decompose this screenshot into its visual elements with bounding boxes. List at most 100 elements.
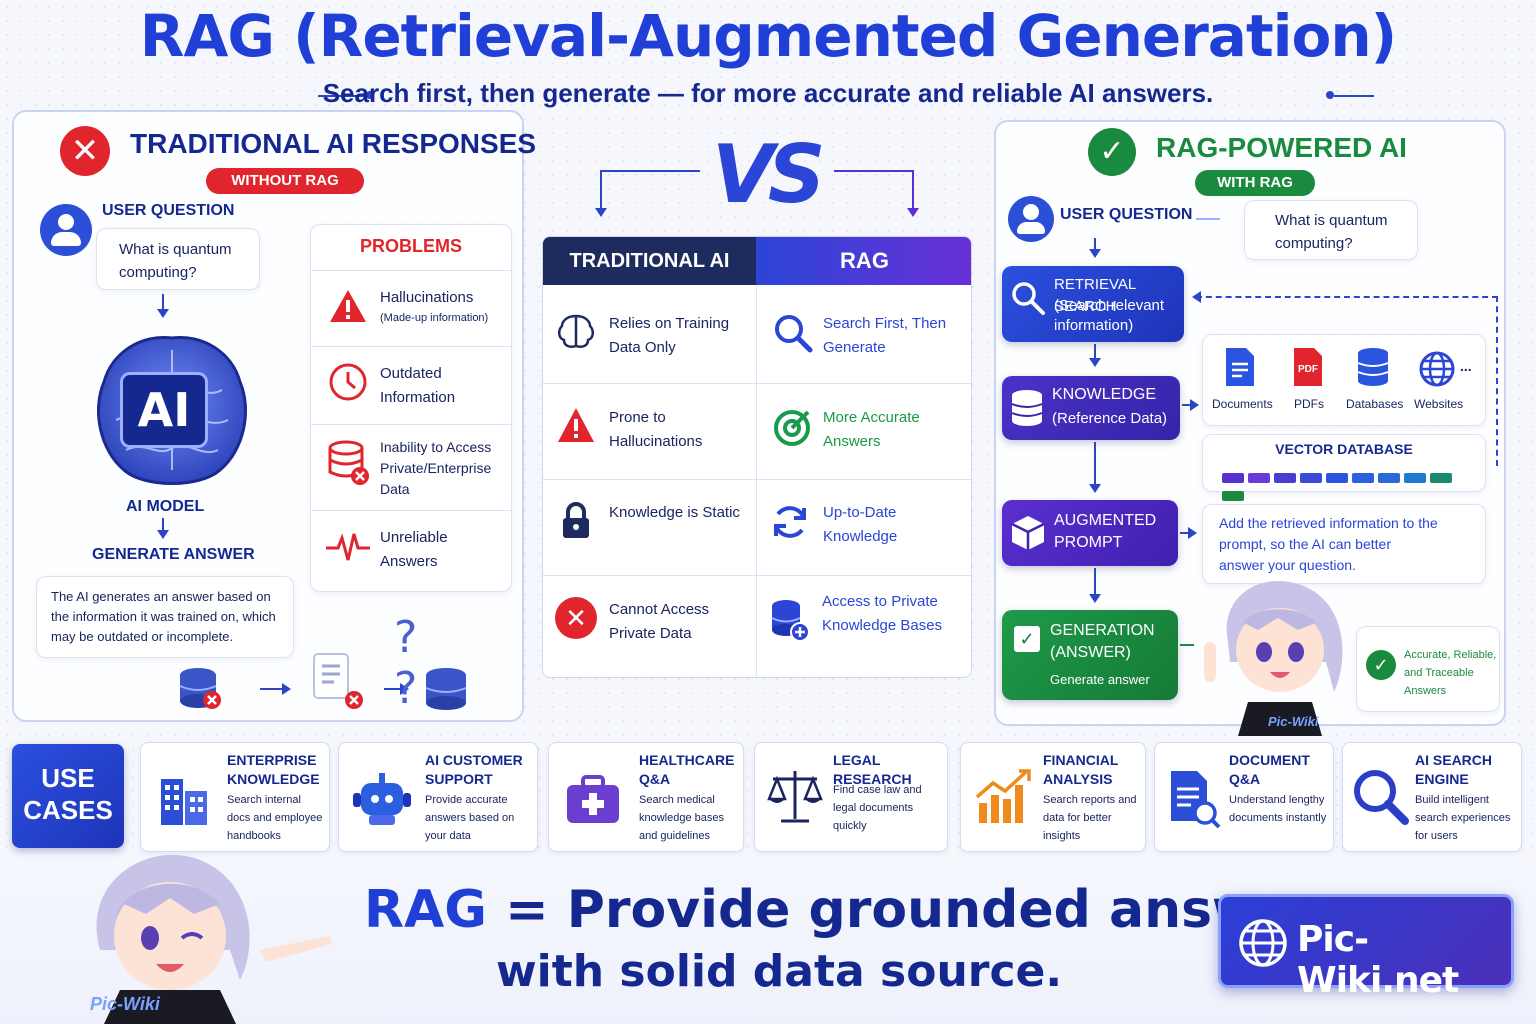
- divider: [310, 510, 512, 511]
- database-icon: [1356, 346, 1390, 388]
- document-icon: [1222, 346, 1258, 388]
- user-question-label: USER QUESTION: [102, 202, 235, 219]
- subtitle-deco-left: [318, 95, 368, 97]
- use-case-card: HEALTHCARE Q&A Search medical knowledge …: [548, 742, 744, 852]
- bottom-tagline-text: = Provide grounded answers: [505, 880, 1352, 940]
- target-icon: [772, 408, 812, 448]
- question-bubble: What is quantum computing?: [96, 228, 260, 290]
- arrow-right: [1180, 644, 1194, 646]
- col-traditional-header: TRADITIONAL AI: [543, 237, 756, 285]
- problem-item: Outdated Information: [380, 365, 456, 406]
- explanation-text: The AI generates an answer based on the …: [51, 589, 276, 644]
- subtitle-deco-right: [1334, 95, 1374, 97]
- problem-item: Hallucinations (Made-up information): [380, 289, 489, 324]
- mascot-illustration: Pic-Wiki: [60, 840, 340, 1024]
- question-bubble: What is quantum computing?: [1244, 200, 1418, 260]
- arrow-down: [162, 518, 164, 532]
- arrow-head: [1190, 399, 1199, 411]
- arrow-head: [1089, 249, 1101, 258]
- rag-row: Search First, Then Generate: [823, 315, 947, 356]
- arrow-right: [1182, 404, 1192, 406]
- arrow-head: [1089, 594, 1101, 603]
- chart-icon: [975, 769, 1031, 823]
- page-subtitle: Search first, then generate — for more a…: [322, 78, 1214, 108]
- medical-kit-icon: [567, 775, 619, 823]
- problems-header: PROBLEMS: [359, 236, 462, 256]
- arrow-right: [1180, 532, 1190, 534]
- check-circle-icon: ✓: [1366, 650, 1396, 680]
- arrow-right: [260, 688, 284, 690]
- warning-icon: [556, 406, 596, 444]
- divider: [310, 424, 512, 425]
- generate-answer-label: GENERATE ANSWER: [92, 546, 255, 563]
- more-sources: ...: [1460, 358, 1472, 374]
- use-case-card: DOCUMENT Q&A Understand lengthy document…: [1154, 742, 1334, 852]
- mascot-illustration: Pic-Wiki: [1198, 572, 1358, 736]
- augment-note: Add the retrieved information to the pro…: [1219, 515, 1438, 573]
- use-case-card: ENTERPRISE KNOWLEDGE Search internal doc…: [140, 742, 330, 852]
- use-case-card: LEGAL RESEARCH Find case law and legal d…: [754, 742, 948, 852]
- comparison-table: TRADITIONAL AI RAG: [542, 236, 972, 678]
- x-circle-icon: ✕: [555, 597, 597, 639]
- clock-icon: [328, 362, 368, 402]
- col-rag-header: RAG: [756, 237, 971, 285]
- robot-icon: [353, 773, 411, 825]
- source-label: Documents: [1212, 397, 1273, 411]
- vs-arrow-left-top: [600, 170, 700, 172]
- arrow-head: [157, 309, 169, 318]
- arrow-head: [1192, 291, 1201, 303]
- vs-arrow-right-top: [834, 170, 914, 172]
- arrow-right: [384, 688, 402, 690]
- arrow-down: [1094, 568, 1096, 596]
- arrow-head: [282, 683, 291, 695]
- page-title: RAG (Retrieval-Augmented Generation): [139, 2, 1397, 70]
- database-x-icon: [178, 666, 222, 710]
- arrow-down: [162, 294, 164, 310]
- search-icon: [772, 312, 814, 354]
- arrow-head: [1089, 358, 1101, 367]
- database-x-icon: [328, 440, 372, 486]
- site-badge[interactable]: Pic-Wiki.net: [1218, 894, 1514, 1001]
- use-cases-label-box: USE CASES: [12, 744, 124, 848]
- user-question-label: USER QUESTION: [1060, 206, 1193, 223]
- arrow-head: [400, 683, 409, 695]
- augmented-prompt-step: AUGMENTED PROMPT: [1002, 500, 1178, 566]
- generation-step: ✓ GENERATION (ANSWER) Generate answer: [1002, 610, 1178, 700]
- lock-icon: [560, 500, 592, 540]
- with-rag-badge: WITH RAG: [1195, 170, 1315, 196]
- arrow-head: [1089, 484, 1101, 493]
- bottom-tagline-line1: RAG = Provide grounded answers: [364, 880, 1352, 940]
- augment-note-card: Add the retrieved information to the pro…: [1202, 504, 1486, 584]
- database-icon: [424, 666, 468, 712]
- building-icon: [161, 779, 207, 825]
- rag-row: More Accurate Answers: [823, 409, 920, 450]
- source-label: Websites: [1414, 397, 1464, 411]
- rag-row: Up-to-Date Knowledge: [823, 504, 898, 545]
- vs-label: VS: [712, 128, 826, 221]
- checkbox-icon: ✓: [1014, 626, 1040, 652]
- question-text: What is quantum computing?: [1275, 212, 1388, 252]
- pdf-icon: PDF: [1290, 346, 1326, 388]
- result-note: Accurate, Reliable, and Traceable Answer…: [1404, 649, 1497, 697]
- problem-item: Unreliable Answers: [380, 529, 448, 570]
- divider: [310, 346, 512, 347]
- subtitle-deco-dot-left: [366, 91, 374, 99]
- subtitle-deco-dot-right: [1326, 91, 1334, 99]
- traditional-row: Prone to Hallucinations: [609, 409, 703, 450]
- divider: [310, 270, 512, 271]
- refresh-icon: [770, 502, 810, 542]
- explanation-card: The AI generates an answer based on the …: [36, 576, 294, 658]
- globe-icon: [1239, 919, 1287, 967]
- warning-icon: [328, 288, 368, 324]
- heartbeat-icon: [326, 530, 370, 566]
- magnifier-icon: [1354, 770, 1409, 825]
- arrow-head: [157, 530, 169, 539]
- knowledge-step: KNOWLEDGE (Reference Data): [1002, 376, 1180, 440]
- bottom-tagline-rag: RAG: [364, 880, 487, 940]
- user-avatar-icon: [1008, 196, 1054, 242]
- problems-card: [310, 224, 512, 592]
- use-cases-label: USE CASES: [23, 763, 113, 825]
- ai-model-label: AI MODEL: [126, 498, 205, 515]
- feedback-loop-line: [1196, 296, 1498, 466]
- search-icon: [1012, 282, 1045, 315]
